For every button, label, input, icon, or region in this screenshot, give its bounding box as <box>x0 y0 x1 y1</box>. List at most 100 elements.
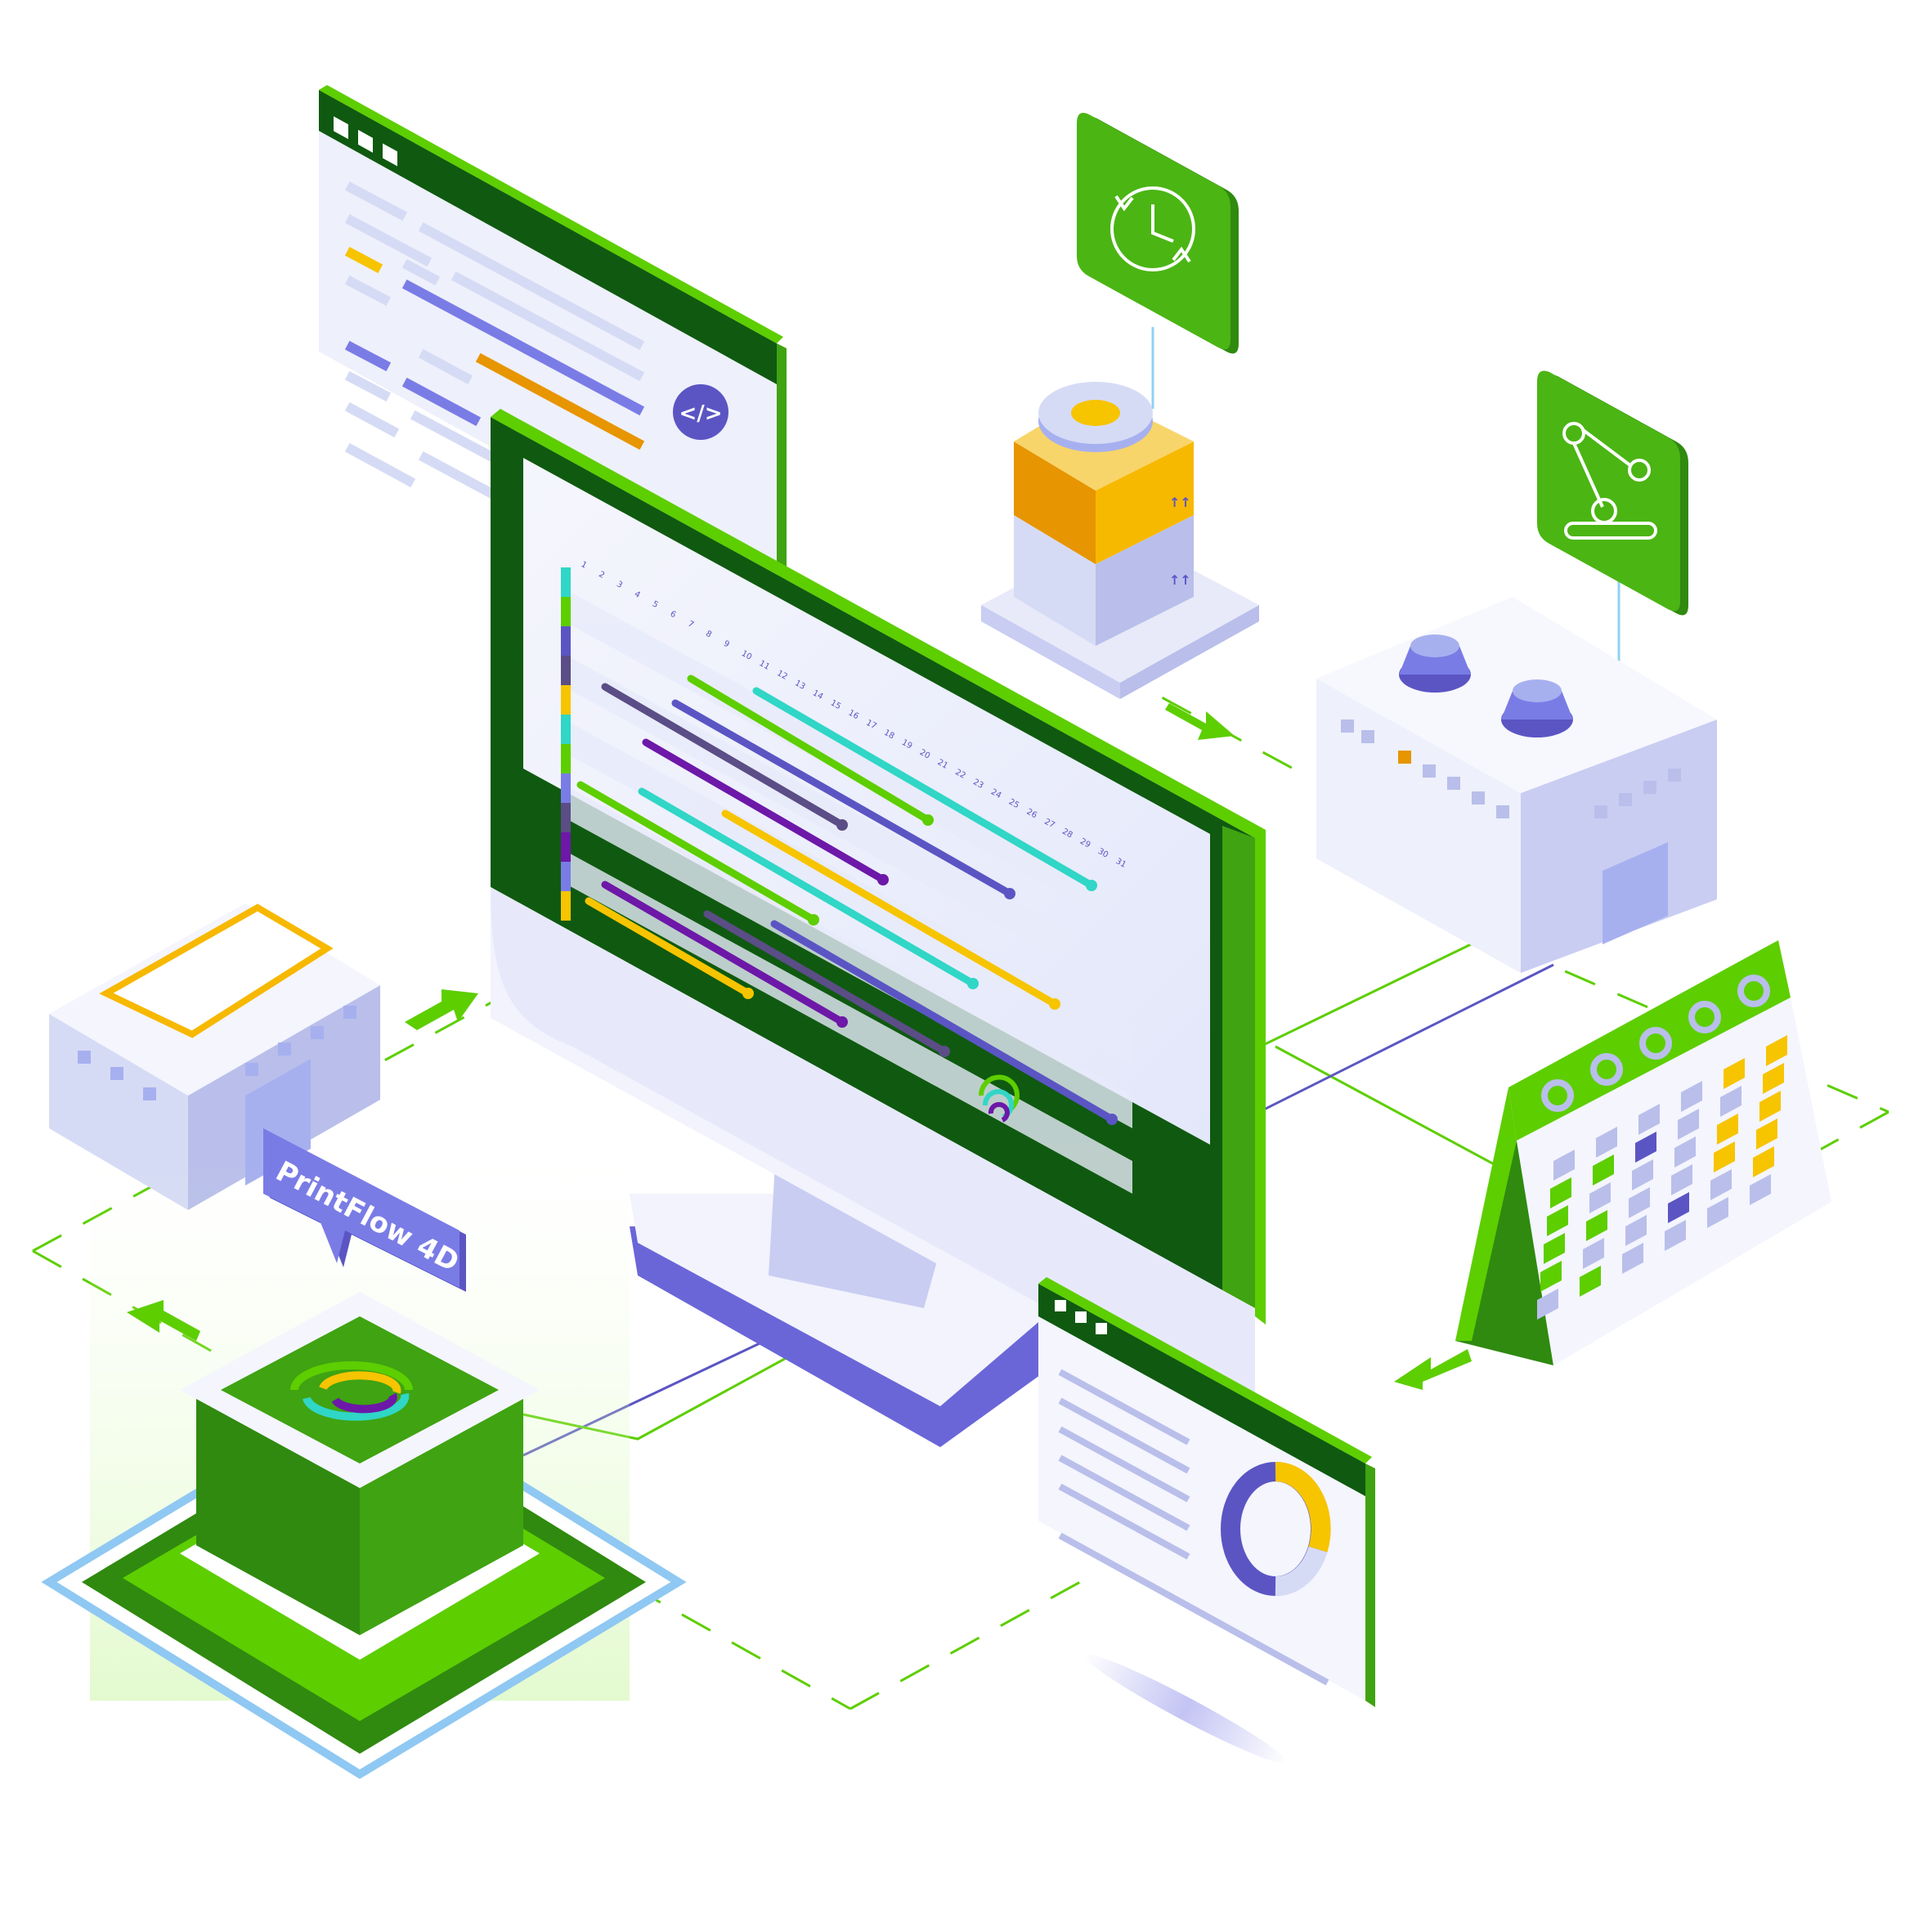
gantt-bar <box>601 683 848 831</box>
svg-text:↑↑: ↑↑ <box>1169 572 1191 588</box>
calendar-day-cell <box>1586 1210 1607 1241</box>
calendar-day-cell <box>1671 1164 1692 1195</box>
gantt-bar <box>671 699 1015 899</box>
calendar-day-cell <box>1724 1058 1745 1089</box>
gantt-day-tick: 25 <box>1007 797 1020 810</box>
gantt-day-tick: 5 <box>651 599 660 610</box>
calendar-day-cell <box>1580 1266 1601 1297</box>
gantt-bar <box>638 787 979 989</box>
gantt-day-tick: 4 <box>633 589 642 600</box>
calendar-day-cell <box>1717 1114 1738 1145</box>
gantt-day-tick: 7 <box>686 620 695 630</box>
gantt-day-tick: 3 <box>615 580 624 590</box>
monitor: 1234567891011121314151617181920212223242… <box>491 409 1266 1447</box>
calendar-day-cell <box>1593 1154 1614 1186</box>
calendar-day-cell <box>1681 1081 1702 1112</box>
svg-text:↑↑: ↑↑ <box>1169 495 1191 510</box>
flow-arrows <box>127 703 1472 1390</box>
calendar-day-cell <box>1547 1205 1568 1236</box>
calendar-day-grid <box>1537 1035 1787 1320</box>
gantt-bar <box>642 738 889 885</box>
gantt-day-tick: 8 <box>704 630 713 640</box>
gantt-bar <box>585 897 754 999</box>
calendar-day-cell <box>1668 1192 1689 1223</box>
calendar-day-cell <box>1625 1215 1647 1246</box>
gantt-day-tick: 22 <box>953 768 966 781</box>
gantt-bars <box>576 675 1118 1125</box>
calendar <box>1455 940 1831 1365</box>
window-dot <box>1075 1311 1087 1323</box>
calendar-day-cell <box>1750 1174 1771 1205</box>
swirl-logo-icon <box>978 1074 1020 1123</box>
printflow-hub: PrintFlow 4D <box>41 1128 687 1779</box>
calendar-day-cell <box>1635 1132 1656 1163</box>
calendar-day-cell <box>1629 1187 1650 1218</box>
donut-chart-icon <box>1221 1461 1331 1596</box>
calendar-day-cell <box>1638 1104 1660 1135</box>
robot-badge <box>1537 370 1688 616</box>
calendar-day-cell <box>1710 1169 1732 1200</box>
gantt-day-tick: 26 <box>1025 807 1038 820</box>
calendar-day-cell <box>1678 1109 1699 1140</box>
window-dot <box>358 129 373 153</box>
calendar-day-cell <box>1553 1150 1575 1181</box>
calendar-day-cell <box>1766 1035 1787 1066</box>
gantt-day-tick: 2 <box>597 570 606 580</box>
gantt-day-tick: 13 <box>793 679 806 692</box>
gear-icon <box>1038 382 1153 452</box>
calendar-day-cell <box>1759 1091 1781 1122</box>
factory-dome <box>1501 679 1573 737</box>
window-dot <box>383 143 397 167</box>
gear-box: ↑↑ ↑↑ <box>981 382 1259 699</box>
gantt-bar <box>752 687 1097 891</box>
gantt-bar <box>687 675 934 826</box>
calendar-day-cell <box>1596 1127 1617 1158</box>
calendar-day-cell <box>1632 1159 1653 1190</box>
calendar-day-cell <box>1674 1136 1696 1168</box>
gantt-day-tick: 15 <box>829 698 842 711</box>
swirl-logo-icon <box>290 1361 413 1421</box>
calendar-day-cell <box>1589 1182 1611 1213</box>
calendar-icon <box>1541 975 1770 1112</box>
gantt-day-tick: 17 <box>864 719 877 732</box>
gantt-day-tick: 10 <box>740 649 753 662</box>
window-dot <box>1096 1323 1107 1334</box>
gantt-day-tick: 6 <box>669 609 678 620</box>
gantt-day-ticks: 1234567891011121314151617181920212223242… <box>580 560 1127 870</box>
calendar-day-cell <box>1544 1233 1565 1264</box>
gantt-day-tick: 24 <box>989 787 1002 800</box>
gantt-day-tick: 27 <box>1042 818 1056 831</box>
calendar-day-cell <box>1540 1261 1562 1292</box>
clock-badge <box>1077 113 1239 354</box>
code-brackets-icon <box>673 384 728 440</box>
gantt-day-tick: 23 <box>971 778 984 791</box>
calendar-day-cell <box>1753 1146 1774 1177</box>
calendar-day-cell <box>1622 1243 1643 1274</box>
gantt-day-tick: 11 <box>758 659 771 672</box>
gantt-bar <box>601 881 848 1028</box>
calendar-day-cell <box>1714 1141 1735 1172</box>
gantt-day-tick: 12 <box>775 669 788 682</box>
gantt-day-tick: 1 <box>580 560 589 571</box>
gantt-row-legend <box>561 567 571 921</box>
calendar-day-cell <box>1707 1197 1728 1228</box>
gantt-day-tick: 18 <box>882 728 895 742</box>
calendar-day-cell <box>1763 1063 1784 1094</box>
calendar-day-cell <box>1537 1289 1558 1320</box>
svg-text:</>: </> <box>679 401 722 426</box>
factory-building <box>1316 597 1717 973</box>
gantt-day-tick: 9 <box>722 639 731 650</box>
gantt-day-tick: 31 <box>1114 857 1127 870</box>
gantt-day-tick: 20 <box>918 748 931 761</box>
clock-refresh-icon <box>1110 186 1195 271</box>
window-dot <box>1055 1300 1066 1311</box>
gantt-bar <box>576 781 819 926</box>
factory-dome <box>1399 634 1471 693</box>
gantt-day-tick: 29 <box>1078 837 1092 850</box>
calendar-day-cell <box>1550 1177 1571 1208</box>
calendar-day-cell <box>1665 1220 1686 1251</box>
code-window: </> <box>319 85 787 612</box>
gantt-day-tick: 28 <box>1060 827 1074 840</box>
gantt-bar <box>703 910 950 1057</box>
